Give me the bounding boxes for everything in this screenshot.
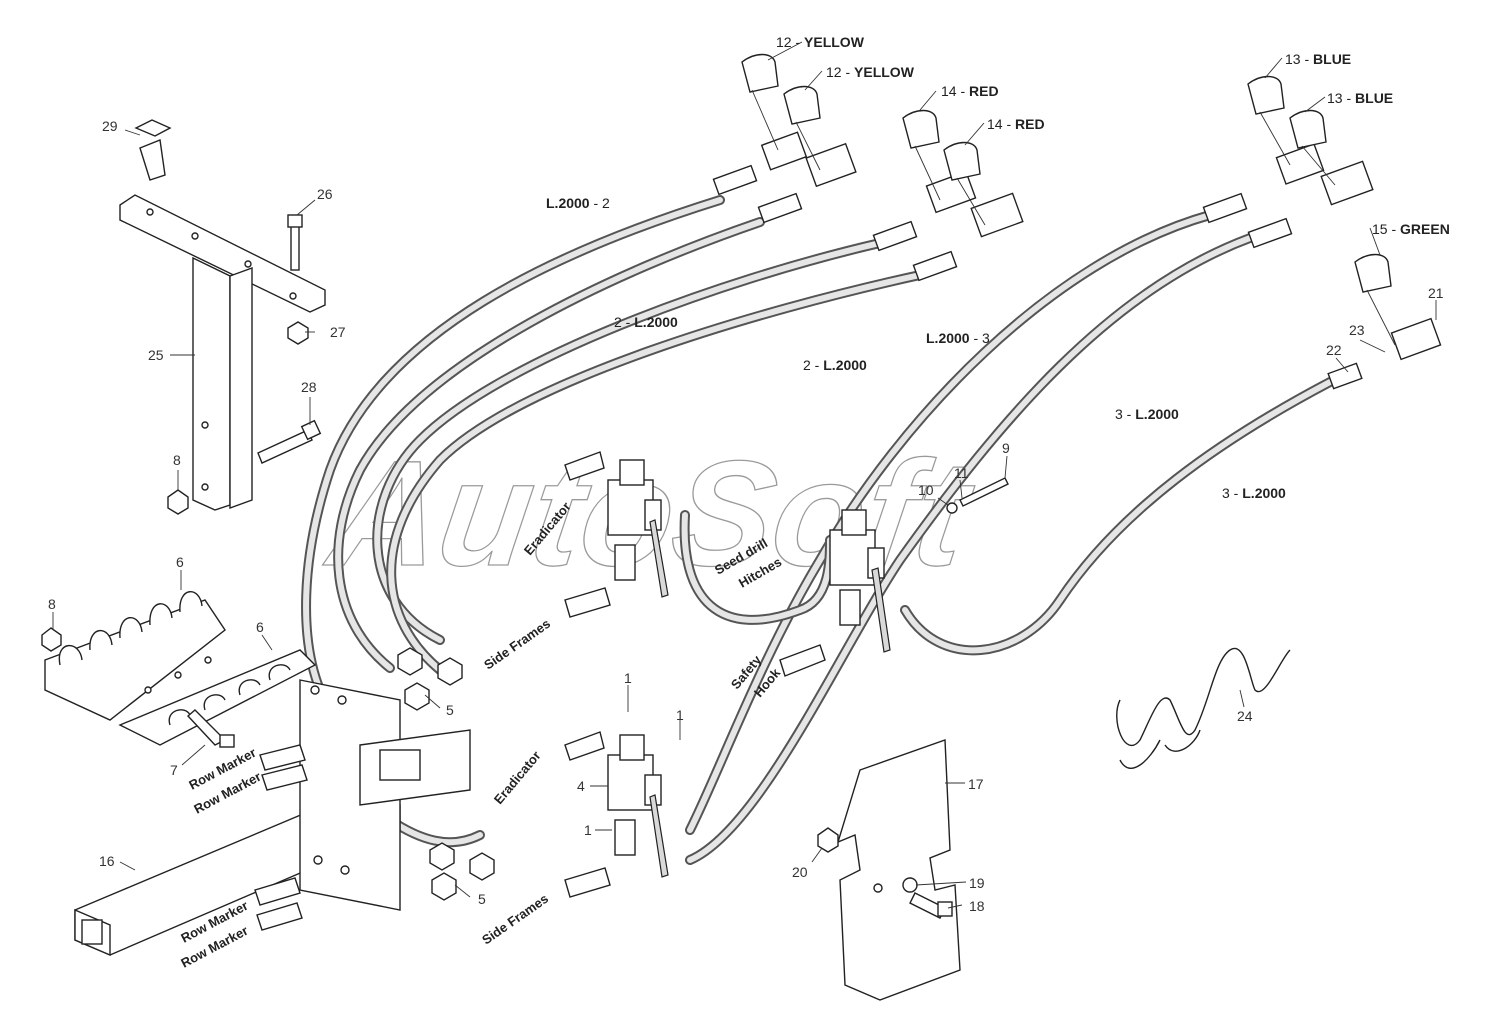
bolt-28 bbox=[257, 419, 322, 464]
nut-20 bbox=[817, 827, 839, 853]
hose-3-right bbox=[900, 377, 1335, 656]
hose-label-6: 3 - L.2000 bbox=[1222, 485, 1286, 501]
leader-lines bbox=[52, 41, 1437, 909]
valve-block-top bbox=[564, 451, 669, 618]
label-12-yellow-a: 12 - YELLOW bbox=[776, 34, 865, 50]
callout-10: 10 bbox=[918, 482, 934, 498]
callout-5-upper: 5 bbox=[446, 702, 454, 718]
label-13-blue-a: 13 - BLUE bbox=[1285, 51, 1351, 67]
callout-27: 27 bbox=[330, 324, 346, 340]
label-13-blue-b: 13 - BLUE bbox=[1327, 90, 1393, 106]
hose-label-3: 2 - L.2000 bbox=[803, 357, 867, 373]
label-side-frames-top: Side Frames bbox=[481, 616, 553, 673]
callout-25: 25 bbox=[148, 347, 164, 363]
callout-8-top: 8 bbox=[173, 452, 181, 468]
callout-5-lower: 5 bbox=[478, 891, 486, 907]
hose-label-4: L.2000 - 3 bbox=[926, 330, 990, 346]
coupler-blue-b bbox=[1247, 109, 1374, 249]
callout-26: 26 bbox=[317, 186, 333, 202]
coupler-red-b bbox=[912, 141, 1024, 282]
bracket-25 bbox=[119, 194, 326, 511]
coupler-yellow-b bbox=[757, 85, 857, 224]
pin-9 bbox=[959, 477, 1009, 507]
callout-1-b: 1 bbox=[676, 707, 684, 723]
main-frame-16 bbox=[74, 679, 471, 957]
callout-9: 9 bbox=[1002, 440, 1010, 456]
callout-19: 19 bbox=[969, 875, 985, 891]
fittings-5-upper bbox=[397, 647, 463, 711]
decal-plate-17 bbox=[836, 739, 961, 1001]
nut-8-top bbox=[167, 489, 189, 515]
coupler-blue-a bbox=[1202, 75, 1325, 224]
hose-label-2: 2 - L.2000 bbox=[614, 314, 678, 330]
valve-block-middle bbox=[779, 509, 891, 677]
callout-22: 22 bbox=[1326, 342, 1342, 358]
callout-7: 7 bbox=[170, 762, 178, 778]
clip-29 bbox=[134, 119, 172, 181]
row-marker-fittings bbox=[254, 744, 308, 931]
callout-20: 20 bbox=[792, 864, 808, 880]
bolt-18 bbox=[909, 892, 953, 919]
fittings-5-lower bbox=[429, 842, 495, 901]
callout-24: 24 bbox=[1237, 708, 1253, 724]
bolt-7 bbox=[186, 709, 235, 748]
callout-17: 17 bbox=[968, 776, 984, 792]
washer-10 bbox=[946, 502, 958, 514]
coupler-red-a bbox=[872, 109, 977, 252]
callout-29: 29 bbox=[102, 118, 118, 134]
callout-16: 16 bbox=[99, 853, 115, 869]
bolt-26 bbox=[287, 214, 303, 271]
callout-11: 11 bbox=[954, 465, 969, 481]
callout-28: 28 bbox=[301, 379, 317, 395]
label-side-frames-bottom: Side Frames bbox=[479, 891, 551, 948]
coupler-yellow-a bbox=[712, 53, 808, 196]
label-12-yellow-b: 12 - YELLOW bbox=[826, 64, 915, 80]
label-14-red-b: 14 - RED bbox=[987, 116, 1045, 132]
callout-23: 23 bbox=[1349, 322, 1365, 338]
nut-8-left bbox=[41, 627, 62, 652]
hose-holder-6-lower bbox=[118, 649, 317, 746]
callout-21: 21 bbox=[1428, 285, 1444, 301]
callout-6-lower: 6 bbox=[256, 619, 264, 635]
spiral-protector-24 bbox=[1116, 647, 1291, 769]
hose-holder-6 bbox=[44, 591, 226, 721]
callout-6-upper: 6 bbox=[176, 554, 184, 570]
callout-1-c: 1 bbox=[584, 822, 592, 838]
hose-labels: L.2000 - 2 2 - L.2000 2 - L.2000 L.2000 … bbox=[546, 195, 1286, 501]
part-callouts: 29 26 27 25 28 8 6 8 6 7 5 5 16 1 1 1 4 … bbox=[48, 118, 1444, 914]
callout-8-left: 8 bbox=[48, 596, 56, 612]
coupler-green bbox=[1327, 253, 1442, 390]
callout-4: 4 bbox=[577, 778, 585, 794]
valve-block-bottom bbox=[564, 731, 669, 898]
hose-label-5: 3 - L.2000 bbox=[1115, 406, 1179, 422]
label-eradicator-bottom: Eradicator bbox=[491, 748, 544, 807]
callout-18: 18 bbox=[969, 898, 985, 914]
nut-27 bbox=[287, 321, 309, 345]
label-14-red-a: 14 - RED bbox=[941, 83, 999, 99]
label-15-green: 15 - GREEN bbox=[1372, 221, 1450, 237]
callout-1-a: 1 bbox=[624, 670, 632, 686]
hose-label-1: L.2000 - 2 bbox=[546, 195, 610, 211]
colour-labels: 12 - YELLOW 12 - YELLOW 14 - RED 14 - RE… bbox=[776, 34, 1450, 237]
